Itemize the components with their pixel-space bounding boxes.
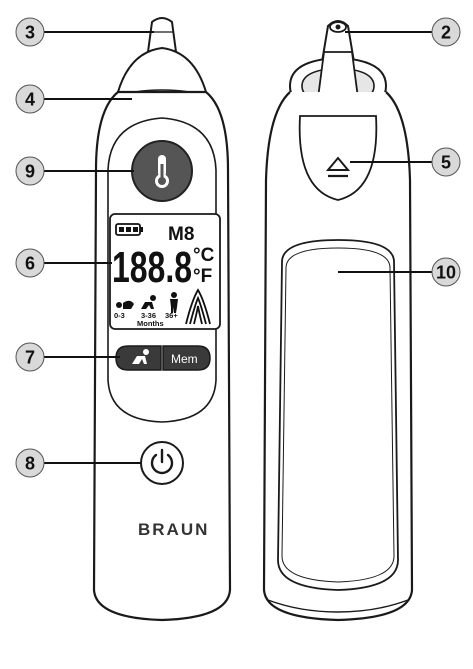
age-label-0-3: 0-3 — [114, 311, 125, 320]
power-button[interactable] — [140, 441, 184, 485]
callouts: 3 4 9 6 7 8 2 5 10 — [15, 17, 461, 478]
callout-10: 10 — [436, 263, 456, 283]
age-mem-buttons: Mem — [115, 345, 211, 371]
infant-icon — [116, 300, 134, 309]
head-front — [116, 46, 208, 93]
power-icon — [150, 453, 174, 475]
mem-button[interactable] — [162, 345, 211, 371]
unit-celsius: °C — [193, 245, 215, 266]
battery-door[interactable] — [277, 239, 399, 591]
callout-7: 7 — [25, 348, 35, 368]
callout-4: 4 — [25, 90, 35, 110]
child-icon — [170, 292, 178, 313]
crawling-child-icon — [141, 295, 156, 309]
callout-9: 9 — [25, 162, 35, 182]
braun-logo: BRAUN — [138, 520, 209, 539]
memory-indicator: M8 — [168, 224, 194, 245]
callout-5: 5 — [441, 153, 451, 173]
months-label: Months — [137, 319, 164, 328]
callout-3: 3 — [25, 23, 35, 43]
crawling-child-icon — [132, 349, 149, 364]
thermometer-icon — [155, 155, 169, 188]
temperature-readout: 188.8 — [112, 243, 192, 292]
age-label-36-plus: 36+ — [165, 311, 178, 320]
front-view: M8 188.8 °C °F 0-3 3-36 — [92, 17, 232, 622]
lcd-display: M8 188.8 °C °F 0-3 3-36 — [109, 213, 221, 330]
callout-8: 8 — [25, 454, 35, 474]
adult-wave-icon — [185, 288, 211, 325]
callout-6: 6 — [25, 254, 35, 274]
eject-icon — [325, 156, 351, 178]
age-label-3-36: 3-36 — [141, 311, 156, 320]
mem-button-label: Mem — [171, 352, 198, 366]
unit-fahrenheit: °F — [193, 266, 212, 287]
probe-tip-front — [146, 17, 178, 53]
battery-icon — [115, 223, 143, 236]
back-view — [262, 20, 414, 622]
callout-2: 2 — [441, 23, 451, 43]
